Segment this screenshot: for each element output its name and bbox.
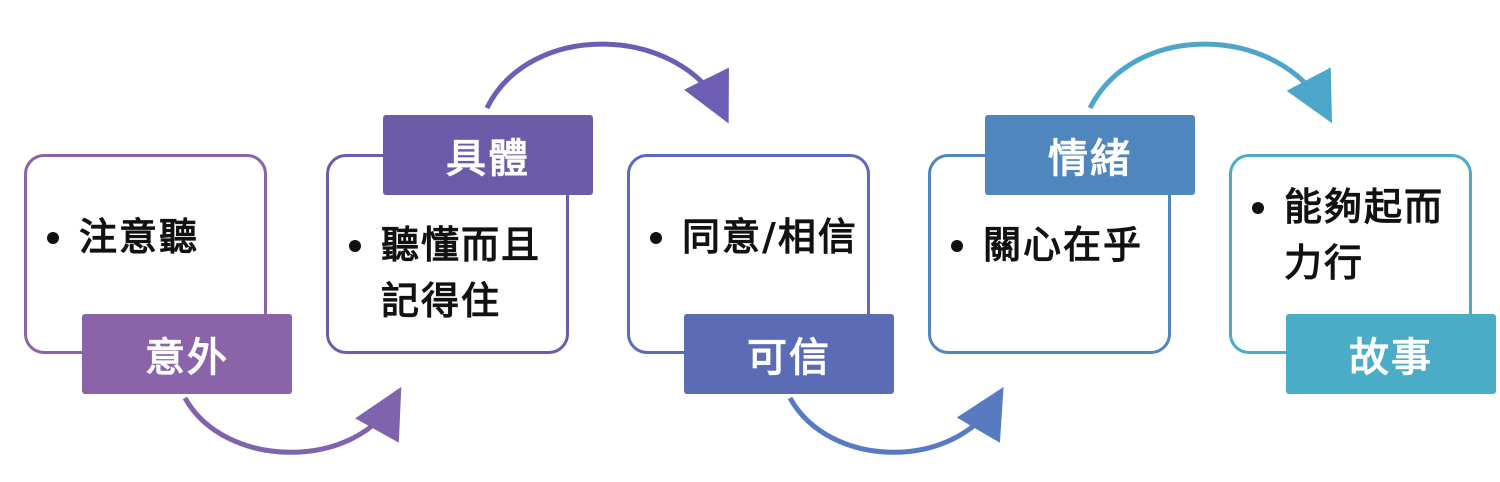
stage-5-bullet: 能夠起而力行	[1246, 179, 1463, 291]
stage-3-text-line-1: 同意/相信	[682, 215, 858, 259]
stage-card-2: 聽懂而且記得住	[326, 154, 569, 354]
stage-2-text-line-2: 記得住	[381, 279, 502, 323]
stage-2-text-line-1: 聽懂而且	[381, 223, 542, 267]
stage-2-bullets: 聽懂而且記得住	[343, 217, 560, 329]
stage-label-5: 故事	[1286, 314, 1496, 394]
stage-5-text-line-1: 能夠起而	[1284, 185, 1445, 229]
bullet-dot-icon	[951, 240, 963, 252]
stage-1-text-line-1: 注意聽	[79, 215, 200, 259]
stage-4-bullet: 關心在乎	[945, 217, 1162, 273]
stage-1-bullets: 注意聽	[41, 209, 258, 265]
arrow-3-to-4	[787, 387, 1004, 455]
stage-label-3: 可信	[684, 314, 894, 394]
stage-label-4: 情緒	[985, 115, 1195, 195]
stage-5-text-line-2: 力行	[1284, 241, 1365, 285]
bullet-dot-icon	[349, 240, 361, 252]
stage-3-bullet: 同意/相信	[644, 209, 861, 265]
stage-5-bullets: 能夠起而力行	[1246, 179, 1463, 291]
stage-label-1: 意外	[82, 314, 292, 394]
stage-2-bullet: 聽懂而且記得住	[343, 217, 560, 329]
stage-3-bullets: 同意/相信	[644, 209, 861, 265]
stage-4-bullets: 關心在乎	[945, 217, 1162, 273]
stage-4-text-line-1: 關心在乎	[983, 223, 1144, 267]
arrow-1-to-2	[182, 386, 402, 455]
arrow-2-to-3	[484, 41, 729, 124]
arrow-4-to-5	[1087, 41, 1333, 124]
bullet-dot-icon	[47, 232, 59, 244]
stage-label-2: 具體	[383, 115, 593, 195]
stage-card-1: 注意聽	[24, 154, 267, 354]
bullet-dot-icon	[650, 232, 662, 244]
stage-1-bullet: 注意聽	[41, 209, 258, 265]
bullet-dot-icon	[1252, 202, 1264, 214]
